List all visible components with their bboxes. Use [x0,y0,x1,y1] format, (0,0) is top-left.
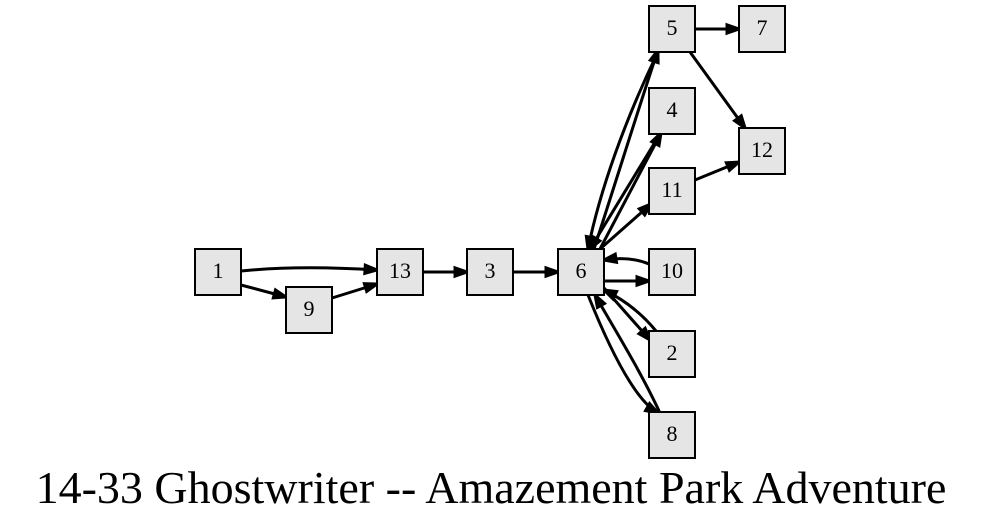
node-box [648,411,696,459]
edge-2-to-6 [599,288,658,332]
node-3[interactable]: 3 [466,248,514,296]
node-5[interactable]: 5 [648,5,696,53]
node-box [648,330,696,378]
node-label: 9 [304,296,315,321]
node-label: 7 [757,15,768,40]
node-9[interactable]: 9 [285,286,333,334]
diagram-title: 14-33 Ghostwriter -- Amazement Park Adve… [35,462,947,513]
node-10[interactable]: 10 [648,248,696,296]
arrowhead [363,262,382,276]
edge-5-to-7 [695,22,744,36]
node-13[interactable]: 13 [376,248,424,296]
edge-1-to-13 [240,262,382,276]
node-label: 13 [389,258,411,283]
node-box [648,248,696,296]
node-box [738,127,786,175]
node-4[interactable]: 4 [648,87,696,135]
node-box [648,167,696,215]
arrowhead [724,160,744,173]
arrowhead [271,287,291,300]
edge-line [586,51,660,250]
edge-line [598,132,663,250]
node-label: 11 [661,177,682,202]
edge-line [592,49,660,250]
node-label: 1 [213,258,224,283]
node-box [557,248,605,296]
node-11[interactable]: 11 [648,167,696,215]
edge-4-to-6 [587,133,662,253]
edge-6-to-10 [604,274,654,288]
node-box [648,87,696,135]
edge-line [240,266,378,273]
node-box [648,5,696,53]
edge-9-to-13 [331,282,382,300]
node-label: 8 [667,421,678,446]
node-label: 2 [667,340,678,365]
node-8[interactable]: 8 [648,411,696,459]
node-label: 12 [751,137,773,162]
node-2[interactable]: 2 [648,330,696,378]
node-label: 5 [667,15,678,40]
edge-10-to-6 [599,251,650,266]
node-box [376,248,424,296]
node-label: 6 [576,258,587,283]
node-label: 10 [661,258,683,283]
node-box [466,248,514,296]
arrowhead [725,22,744,36]
edges-layer [240,22,748,416]
arrowhead [587,234,603,253]
arrowhead [544,265,563,279]
arrowhead [635,274,654,288]
arrowhead [732,113,748,132]
edge-line [588,133,662,250]
edge-line [593,294,662,414]
nodes-layer: 1 9 13 3 6 5 7 4 12 11 10 2 8 [194,5,786,459]
node-label: 4 [667,97,678,122]
arrowhead [362,282,382,294]
node-box [194,248,242,296]
arrowhead [453,265,472,279]
arrowhead [599,288,619,302]
edge-1-to-9 [240,283,291,300]
edge-line [586,294,659,415]
edge-11-to-12 [694,160,744,182]
edge-6-to-5 [592,45,660,250]
edge-8-to-6 [592,291,662,414]
node-6[interactable]: 6 [557,248,605,296]
edge-13-to-3 [423,265,472,279]
edge-5-to-12 [688,51,748,132]
arrowhead [599,251,619,265]
edge-3-to-6 [513,265,563,279]
node-box [738,5,786,53]
node-7[interactable]: 7 [738,5,786,53]
node-1[interactable]: 1 [194,248,242,296]
edge-line [688,51,747,129]
arrowhead [592,291,608,310]
node-label: 3 [485,258,496,283]
node-12[interactable]: 12 [738,127,786,175]
node-box [285,286,333,334]
